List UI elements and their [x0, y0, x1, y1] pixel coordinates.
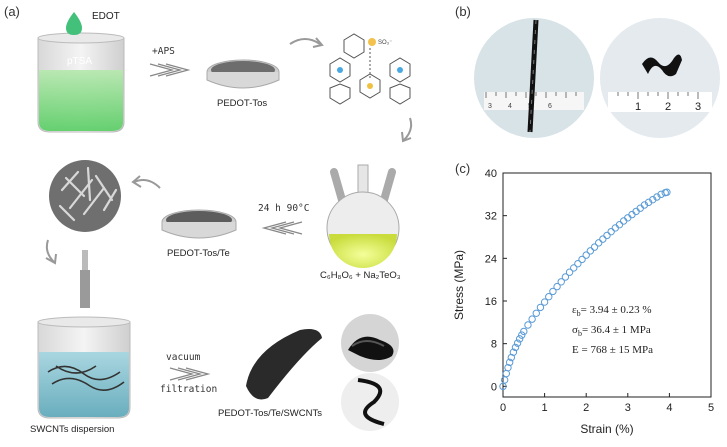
conditions-label: 24 h 90°C: [258, 203, 309, 214]
flexible-film-photo: [341, 314, 399, 372]
strength-annotation: σb= 36.4 ± 1 MPa: [572, 324, 651, 338]
reaction-flask: [327, 165, 399, 268]
curved-arrow-icon: [46, 240, 56, 263]
data-point: [629, 211, 635, 217]
data-point: [595, 240, 601, 246]
reagents-label: C₆H₈O₆ + Na₂TeO₃: [320, 270, 401, 281]
filtration-arrow-icon: [170, 368, 208, 380]
panel-label-b: (b): [455, 4, 471, 19]
y-tick-label: 0: [491, 381, 497, 393]
pedot-tos-te-label: PEDOT-Tos/Te: [167, 248, 230, 259]
pedot-tos-te-dish: [162, 210, 236, 238]
so3-label: SO₃⁻: [378, 40, 392, 46]
data-point: [501, 377, 507, 383]
pedot-tos-dish: [207, 60, 279, 88]
y-axis-label: Stress (MPa): [452, 250, 466, 320]
mechanical-annotations: εb= 3.94 ± 0.23 % σb= 36.4 ± 1 MPa E = 7…: [572, 304, 722, 368]
data-point: [612, 225, 618, 231]
x-tick-label: 4: [666, 402, 672, 414]
edot-label: EDOT: [92, 11, 120, 22]
filtration-label: filtration: [160, 384, 217, 395]
curved-arrow-icon: [402, 118, 411, 141]
sem-image: [49, 160, 121, 232]
y-tick-label: 24: [485, 253, 497, 265]
elongation-annotation: εb= 3.94 ± 0.23 %: [572, 304, 652, 318]
data-point: [633, 208, 639, 214]
data-point: [616, 222, 622, 228]
ruler-right-tick-label: 1: [635, 101, 641, 113]
ruler-left-tick-label: 6: [548, 103, 552, 110]
vacuum-label: vacuum: [166, 352, 200, 363]
data-point: [587, 248, 593, 254]
aps-label: +APS: [152, 46, 175, 57]
pedot-molecule-icon: [330, 34, 410, 104]
final-product-label: PEDOT-Tos/Te/SWCNTs: [218, 408, 322, 419]
data-point: [529, 316, 535, 322]
panel-b-photos: 3 4 5 6 1 2 3: [472, 0, 722, 150]
ptsa-beaker: [38, 33, 124, 132]
curved-arrow-icon: [133, 176, 160, 188]
y-tick-label: 8: [491, 339, 497, 351]
folded-film-photo: 1 2 3: [600, 18, 720, 138]
x-tick-label: 5: [708, 402, 714, 414]
swcnts-beaker: [38, 250, 130, 418]
data-point: [637, 205, 643, 211]
ruler-right-tick-label: 2: [665, 101, 671, 113]
data-point: [608, 228, 614, 234]
data-point: [604, 232, 610, 238]
modulus-annotation: E = 768 ± 15 MPa: [572, 344, 653, 356]
data-point: [625, 215, 631, 221]
y-tick-label: 32: [485, 211, 497, 223]
x-tick-label: 3: [625, 402, 631, 414]
ptsa-label: pTSA: [67, 56, 92, 67]
curved-arrow-icon: [290, 38, 322, 47]
data-point: [620, 218, 626, 224]
data-point: [533, 310, 539, 316]
x-tick-label: 2: [583, 402, 589, 414]
x-tick-label: 1: [542, 402, 548, 414]
pedot-tos-label: PEDOT-Tos: [217, 98, 267, 109]
aps-arrow-icon: [150, 64, 188, 76]
dispersion-label: SWCNTs dispersion: [30, 424, 114, 435]
edot-drop-icon: [66, 12, 82, 35]
straight-film-photo: 3 4 5 6: [474, 18, 594, 138]
data-point: [600, 236, 606, 242]
ruler-right-tick-label: 3: [695, 101, 701, 113]
data-point: [521, 328, 527, 334]
ruler-left-tick-label: 3: [488, 103, 492, 110]
heat-arrow-icon: [264, 222, 302, 234]
y-tick-label: 40: [485, 168, 497, 180]
panel-a-illustration: SO₃⁻: [0, 0, 430, 447]
bent-film-photo: [341, 373, 399, 431]
ruler-left-tick-label: 4: [508, 103, 512, 110]
x-tick-label: 0: [500, 402, 506, 414]
data-point: [519, 332, 525, 338]
composite-film: [246, 329, 322, 400]
y-tick-label: 16: [485, 296, 497, 308]
data-point: [525, 322, 531, 328]
x-axis-label: Strain (%): [580, 422, 633, 436]
